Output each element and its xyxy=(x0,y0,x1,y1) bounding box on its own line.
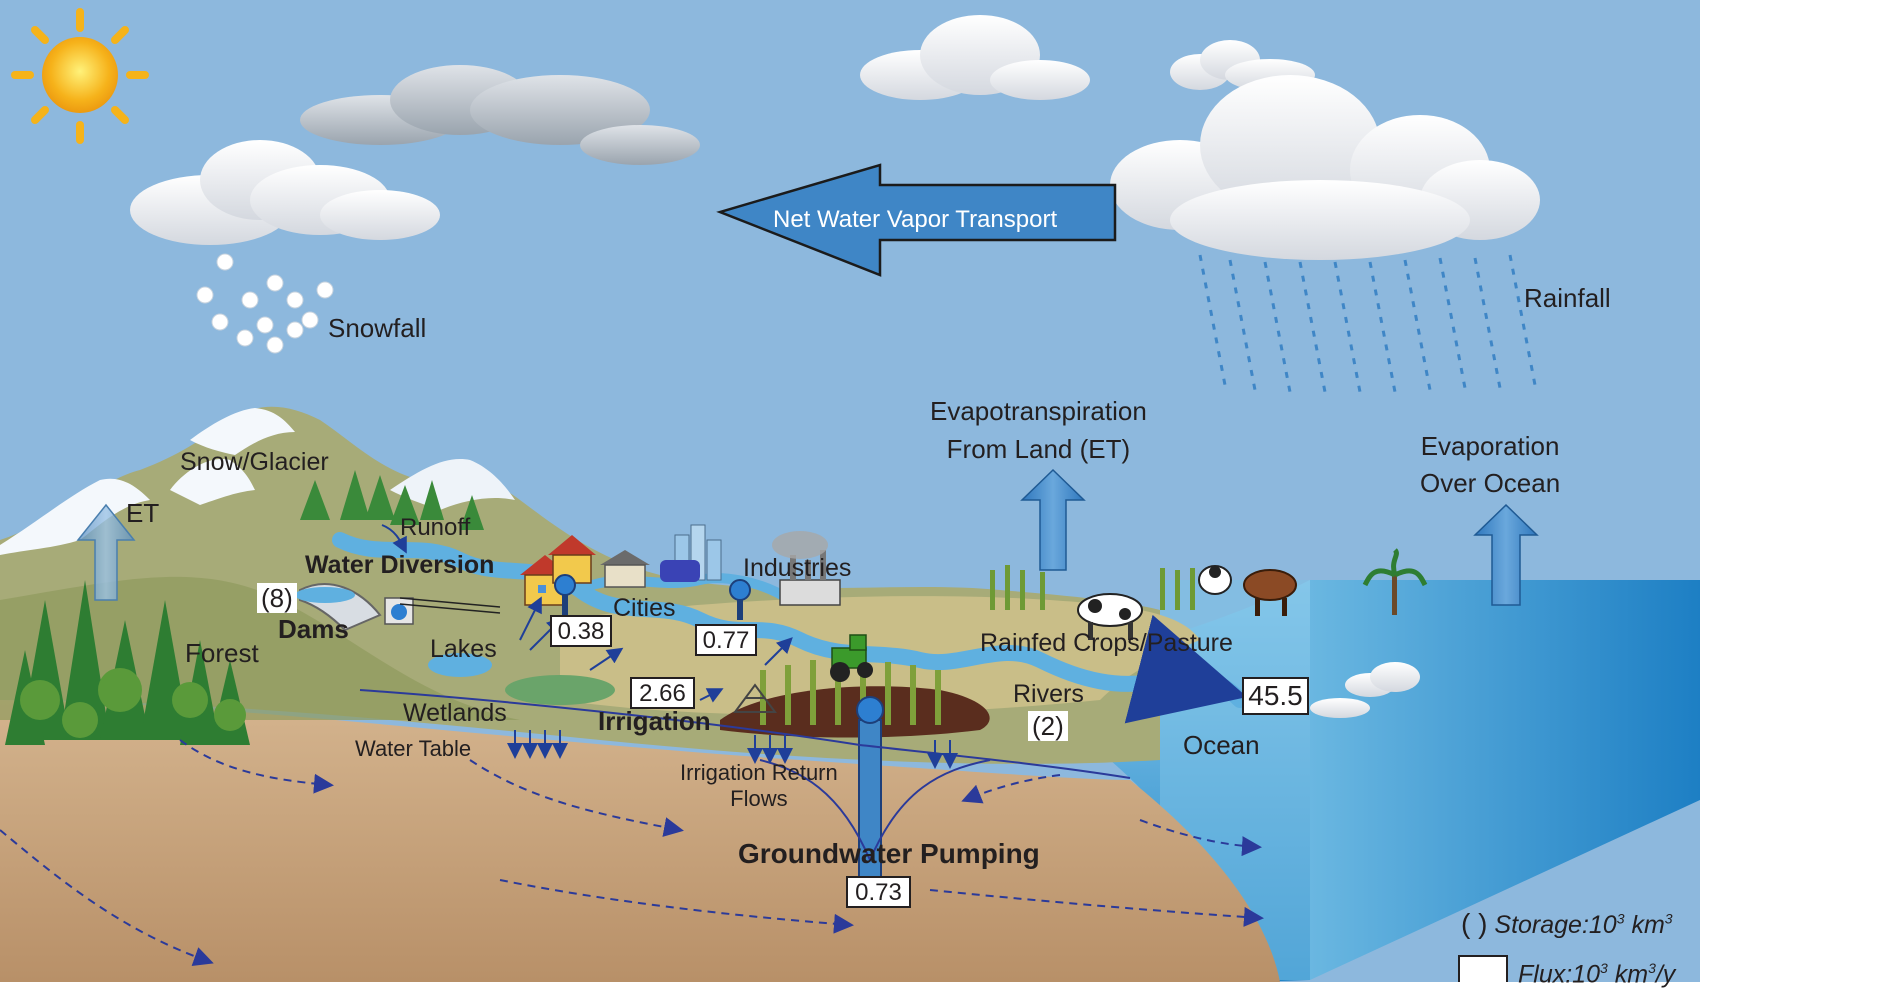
cow-icon xyxy=(1198,565,1232,595)
groundwater-well xyxy=(856,696,884,881)
center-pivot-icon xyxy=(733,683,777,713)
et-land-arrow xyxy=(1020,468,1086,571)
water-table-label: Water Table xyxy=(355,736,472,761)
cities-label: Cities xyxy=(613,594,676,622)
ocean-cloud-icon xyxy=(1310,662,1420,718)
snow-cap-1 xyxy=(0,478,150,555)
snow-cap-3 xyxy=(390,459,515,510)
wetland-area xyxy=(505,675,615,705)
mountain-trees xyxy=(300,470,484,530)
snow-cap-4 xyxy=(170,459,255,505)
net-vapor-arrow xyxy=(716,163,1117,277)
storage-rivers: (2) xyxy=(1028,711,1068,741)
net-vapor-label: Net Water Vapor Transport xyxy=(773,206,1058,233)
et-forest-arrow xyxy=(76,503,136,601)
evap-ocean-arrow xyxy=(1473,503,1539,606)
evap-ocean-label: Evaporation Over Ocean xyxy=(1420,431,1561,498)
pump-icon xyxy=(554,574,576,615)
infiltration-arrows xyxy=(507,730,958,769)
et-label: ET xyxy=(126,498,160,528)
groundwater-pumping-label: Groundwater Pumping xyxy=(738,838,1040,869)
cow-icon xyxy=(1243,569,1297,616)
forest-trees-light xyxy=(20,668,246,738)
river-to-ocean xyxy=(1124,614,1248,724)
groundwater-flow-arrows xyxy=(0,739,1264,967)
snow-cloud-icon xyxy=(130,140,440,245)
house-icon xyxy=(600,550,650,588)
snowflakes xyxy=(196,253,334,354)
factory-icon xyxy=(772,531,841,606)
snow-cap-2 xyxy=(190,408,295,455)
ground xyxy=(0,700,1280,982)
grey-cloud-icon xyxy=(300,65,700,165)
tractor-icon xyxy=(830,634,873,682)
flux-groundwater: 0.73 xyxy=(846,876,911,908)
dams-label: Dams xyxy=(278,614,349,644)
cow-icon xyxy=(1077,593,1143,640)
lake xyxy=(428,653,492,677)
dam-icon xyxy=(295,583,382,632)
industries-label: Industries xyxy=(743,554,852,582)
irrigation-return-label: Irrigation Return Flows xyxy=(680,760,838,811)
water-diversion-label: Water Diversion xyxy=(305,551,495,579)
river xyxy=(332,532,1248,708)
rainfall-label: Rainfall xyxy=(1524,283,1611,313)
wetlands-label: Wetlands xyxy=(403,699,507,727)
diversion-channel xyxy=(399,597,501,614)
city-skyline-icon xyxy=(660,524,722,582)
legend-storage-text: Storage:10 xyxy=(1494,911,1617,939)
legend-flux-text: Flux:10 xyxy=(1518,960,1600,989)
snowfall-label: Snowfall xyxy=(328,313,427,343)
runoff-label: Runoff xyxy=(400,514,471,541)
ocean-label: Ocean xyxy=(1183,730,1260,760)
irrigation-label: Irrigation xyxy=(598,706,711,736)
palm-tree-icon xyxy=(1362,548,1428,615)
rivers-label: Rivers xyxy=(1013,680,1084,708)
pump-icon xyxy=(729,579,751,620)
forest-label: Forest xyxy=(185,638,259,668)
sun-icon xyxy=(11,8,149,144)
snow-glacier-label: Snow/Glacier xyxy=(180,448,329,476)
flux-industries: 0.77 xyxy=(695,624,757,656)
flux-cities: 0.38 xyxy=(550,615,612,647)
turbine-icon xyxy=(384,597,414,625)
rain-cloud-icon xyxy=(1110,75,1540,260)
flux-irrigation: 2.66 xyxy=(630,677,695,709)
legend-flux: Flux:103 km3/y xyxy=(1518,960,1676,989)
storage-dams: (8) xyxy=(257,583,297,613)
small-cloud-icon xyxy=(860,15,1090,100)
legend-storage: ( ) Storage:103 km3 xyxy=(1461,908,1673,939)
flux-rivers-to-ocean: 45.5 xyxy=(1242,677,1309,715)
legend-flux-box xyxy=(1458,955,1508,982)
cone-of-depression xyxy=(759,759,991,863)
legend-storage-symbol: ( ) xyxy=(1461,908,1488,939)
water-table-line xyxy=(359,689,1131,779)
lakes-label: Lakes xyxy=(430,635,497,663)
rainfed-label: Rainfed Crops/Pasture xyxy=(980,629,1233,657)
et-land-label: Evapotranspiration From Land (ET) xyxy=(930,396,1147,464)
rainfed-crops xyxy=(990,565,1195,610)
